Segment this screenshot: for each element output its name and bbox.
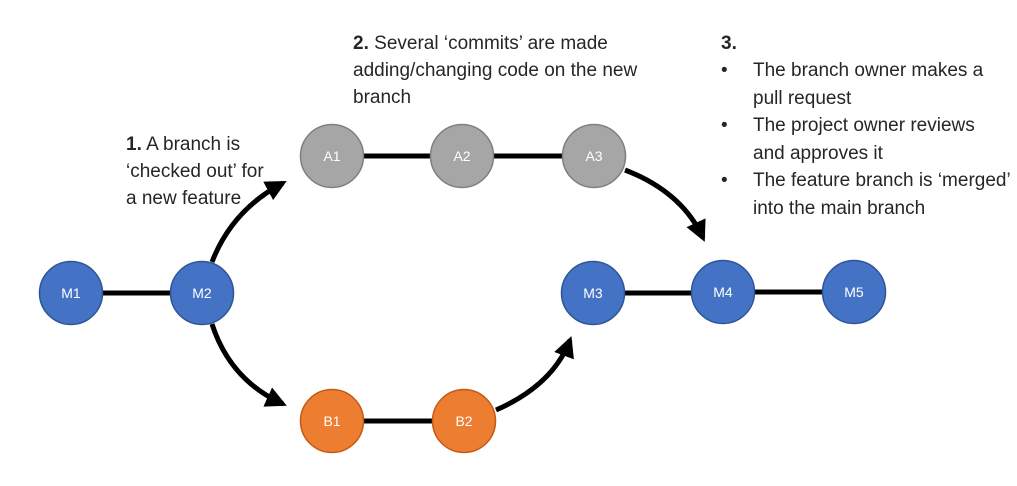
node-label: M3: [583, 285, 603, 301]
node-circle: [821, 259, 887, 325]
step1-text: A branch is ‘checked out’ for a new feat…: [126, 134, 264, 209]
node-circle: [690, 259, 756, 325]
node-label: M4: [713, 284, 733, 300]
commit-node-a2: A2: [429, 123, 495, 189]
step1-number: 1.: [126, 134, 142, 155]
node-label: B1: [323, 413, 340, 429]
node-label: M5: [844, 284, 864, 300]
commit-node-m1: M1: [38, 260, 104, 326]
node-label: A1: [323, 148, 340, 164]
arrow-b2-to-m3: [494, 336, 574, 413]
arrow-m2-to-a1: [209, 180, 287, 263]
node-label: M2: [192, 285, 212, 301]
node-circle: [299, 123, 365, 189]
node-label: B2: [455, 413, 472, 429]
step3-list-item: • The feature branch is ‘merged’ into th…: [721, 167, 1011, 222]
commit-node-b2: B2: [431, 388, 497, 454]
step1-callout: 1. A branch is ‘checked out’ for a new f…: [126, 131, 276, 212]
bullet-icon: •: [721, 170, 728, 191]
step3-item-text: The feature branch is ‘merged’ into the …: [753, 170, 1010, 219]
node-circle: [561, 123, 627, 189]
step3-list-item: • The branch owner makes a pull request: [721, 57, 1011, 112]
commit-nodes: M1 M2 A1 A2 A3 B1 B2 M3: [38, 123, 887, 454]
step3-item-text: The branch owner makes a pull request: [753, 60, 984, 109]
node-circle: [169, 260, 235, 326]
node-circle: [38, 260, 104, 326]
node-label: A2: [453, 148, 470, 164]
node-circle: [560, 260, 626, 326]
commit-lines: [103, 153, 822, 424]
step3-callout: 3. • The branch owner makes a pull reque…: [721, 30, 1011, 222]
bullet-icon: •: [721, 60, 728, 81]
node-circle: [299, 388, 365, 454]
node-label: A3: [585, 148, 602, 164]
bullet-icon: •: [721, 115, 728, 136]
node-label: M1: [61, 285, 81, 301]
commit-node-m3: M3: [560, 260, 626, 326]
commit-node-b1: B1: [299, 388, 365, 454]
node-circle: [429, 123, 495, 189]
step3-list-item: • The project owner reviews and approves…: [721, 112, 1011, 167]
commit-node-a3: A3: [561, 123, 627, 189]
arrow-a3-to-m4: [624, 167, 706, 242]
commit-node-m5: M5: [821, 259, 887, 325]
arrow-m2-to-b1: [209, 323, 287, 407]
node-circle: [431, 388, 497, 454]
step2-callout: 2. Several ‘commits’ are made adding/cha…: [353, 30, 653, 111]
commit-node-m2: M2: [169, 260, 235, 326]
step3-list: • The branch owner makes a pull request …: [721, 57, 1011, 222]
step2-text: Several ‘commits’ are made adding/changi…: [353, 33, 638, 108]
step3-number: 3.: [721, 33, 737, 54]
step2-number: 2.: [353, 33, 369, 54]
commit-node-m4: M4: [690, 259, 756, 325]
step3-item-text: The project owner reviews and approves i…: [753, 115, 975, 164]
branch-arrows: [209, 167, 706, 413]
commit-node-a1: A1: [299, 123, 365, 189]
